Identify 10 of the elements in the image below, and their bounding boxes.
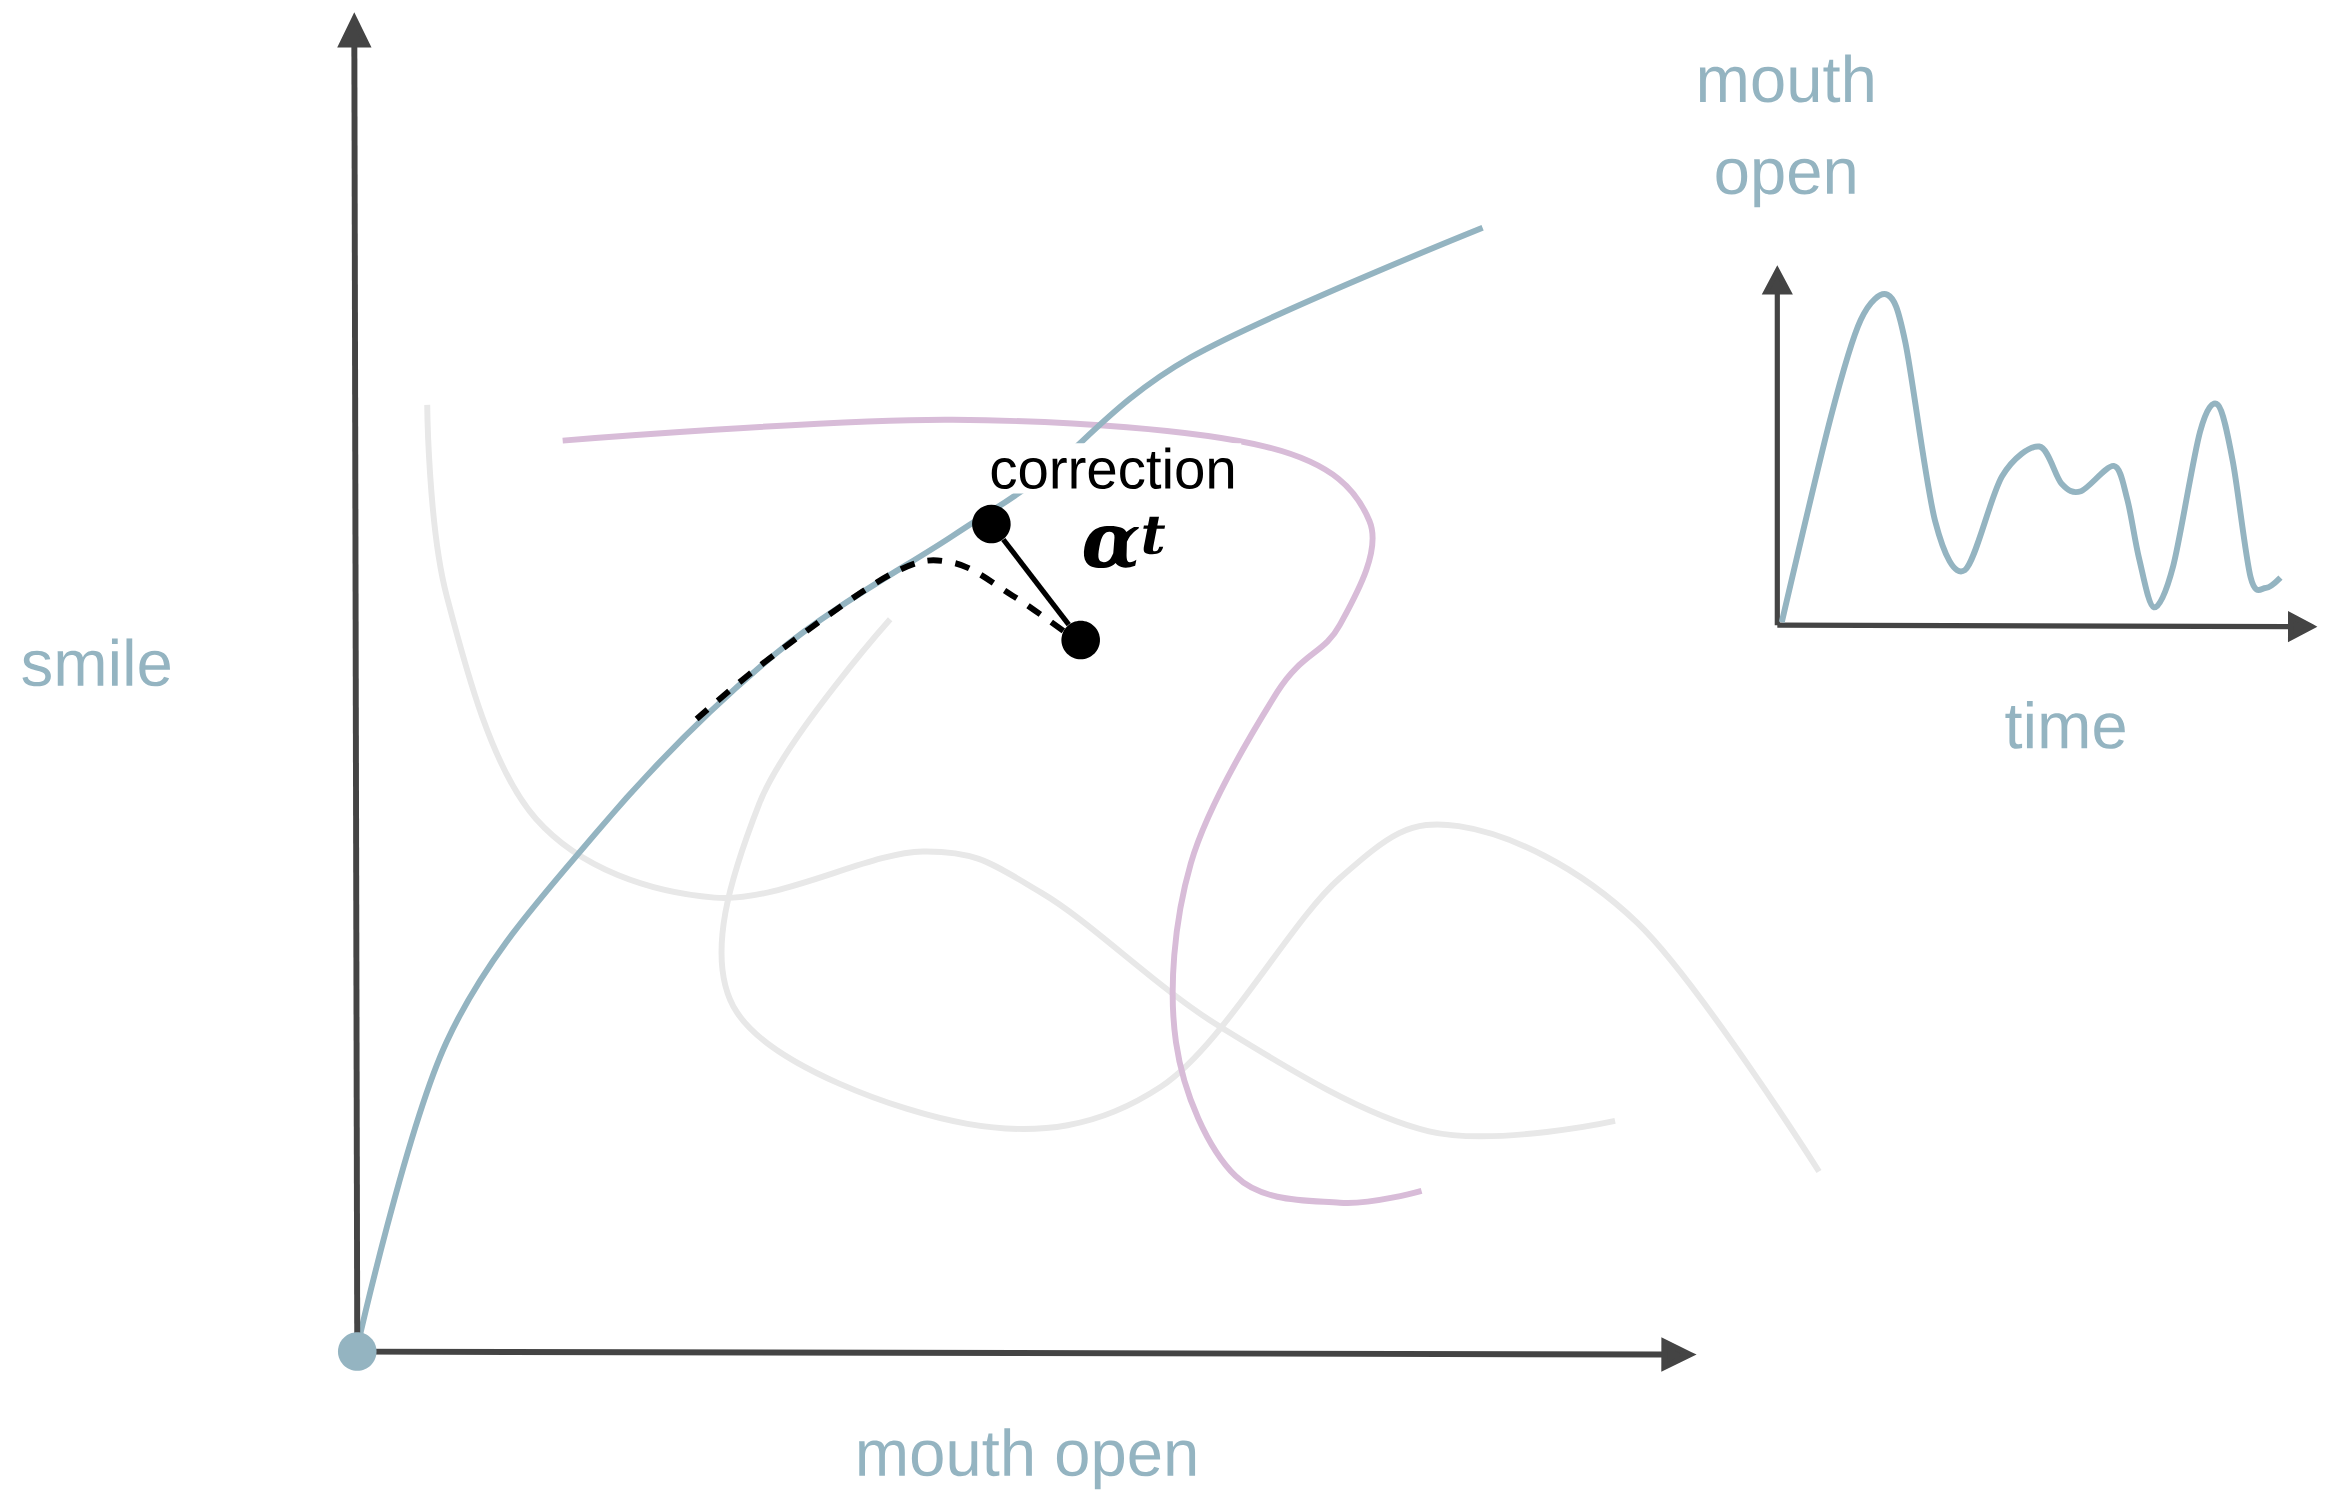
axis-label: time <box>2005 701 2125 749</box>
symbol-label: α$^{t}$ <box>1083 516 1166 569</box>
connector-line <box>1001 537 1071 627</box>
axis-label: smile <box>22 638 170 687</box>
axis-label: mouth open <box>859 1428 1196 1490</box>
point-marker <box>972 504 1011 544</box>
point-marker <box>337 1332 377 1371</box>
point-marker <box>1061 620 1100 660</box>
edge-label: correction <box>991 447 1234 490</box>
axis-label: mouth open <box>1699 54 1873 208</box>
